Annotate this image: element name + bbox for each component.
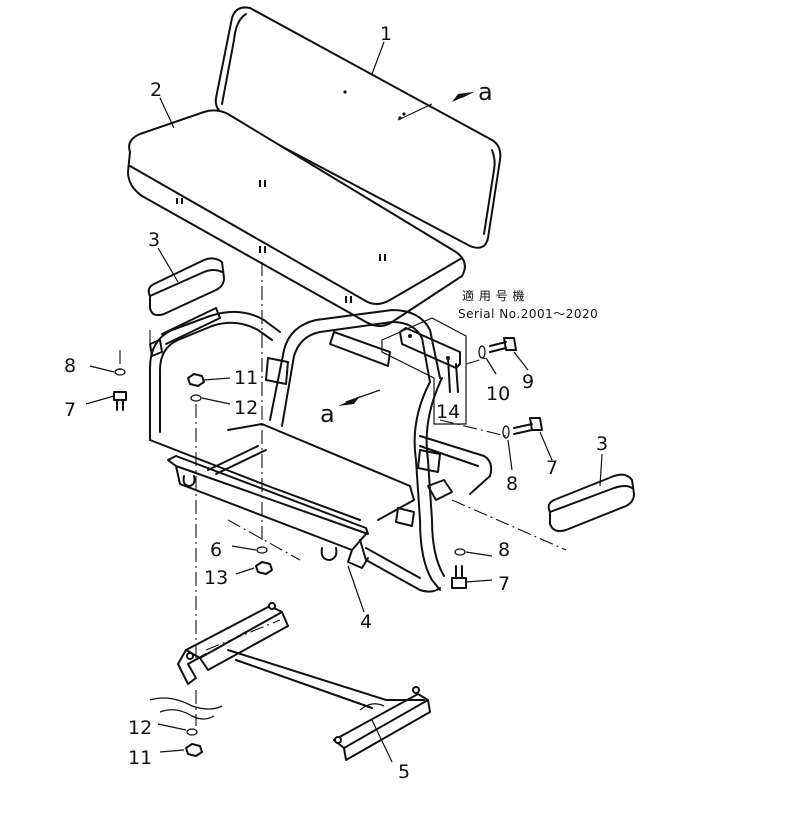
serial-range-note: Serial No.2001～2020	[458, 307, 598, 321]
washer-6	[256, 546, 268, 554]
callout-14: 14	[436, 401, 460, 423]
callout-5: 5	[398, 761, 410, 783]
callout-8-right-lower: 8	[498, 539, 510, 561]
hex-nut-11-lower	[185, 743, 203, 757]
washer-12-lower	[186, 728, 198, 736]
leader-lines	[85, 41, 603, 763]
reference-a-upper: a	[478, 78, 493, 106]
bolt-7-right-lower	[451, 565, 467, 589]
ref-a-arrow-upper	[452, 92, 474, 102]
armrest-pad-right	[547, 473, 635, 533]
hex-nut-11-upper	[187, 373, 205, 387]
bolt-7-left	[113, 391, 127, 411]
callout-8-left: 8	[64, 355, 76, 377]
callout-2: 2	[150, 79, 162, 101]
callout-8-right-upper: 8	[506, 473, 518, 495]
callout-13: 13	[204, 567, 228, 589]
callout-7-right-upper: 7	[546, 457, 558, 479]
callout-1: 1	[380, 23, 392, 45]
applicability-note: 適 用 号 機	[462, 288, 525, 303]
assembly-center-lines	[119, 262, 567, 726]
ref-a-arrow-lower	[338, 396, 360, 406]
washer-12-upper	[190, 394, 202, 402]
seat-cushion	[127, 109, 466, 327]
slide-rail	[149, 602, 431, 761]
callout-6: 6	[210, 539, 222, 561]
callout-3-right: 3	[596, 433, 608, 455]
callout-11-lower: 11	[128, 747, 152, 769]
callout-12-upper: 12	[234, 397, 258, 419]
armrest-pad-left	[147, 257, 225, 317]
reference-a-lower: a	[320, 400, 335, 428]
washer-8-right-upper	[502, 425, 510, 439]
callout-10: 10	[486, 383, 510, 405]
callout-7-right-lower: 7	[498, 573, 510, 595]
callout-3-left: 3	[148, 229, 160, 251]
callout-11-upper: 11	[234, 367, 258, 389]
hex-nut-13	[255, 561, 273, 575]
callout-7-left: 7	[64, 399, 76, 421]
washer-8-right-lower	[454, 548, 466, 556]
washer-10	[478, 345, 486, 359]
seat-frame	[149, 307, 493, 593]
callout-9: 9	[522, 371, 534, 393]
callout-12-lower: 12	[128, 717, 152, 739]
bracket-serial	[381, 317, 467, 425]
callout-4: 4	[360, 611, 372, 633]
bolt-7-right-upper	[513, 417, 543, 435]
bolt-9	[489, 337, 517, 353]
